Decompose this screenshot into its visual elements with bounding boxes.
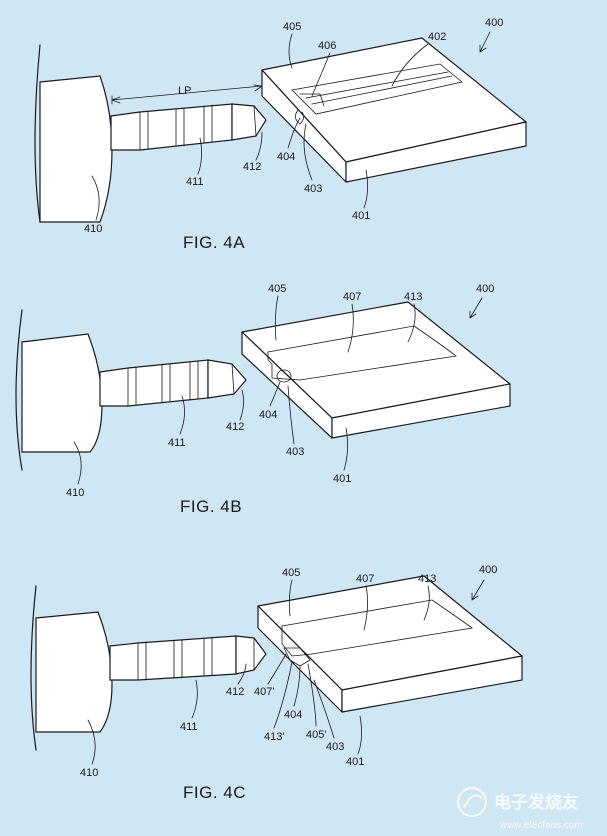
plug-412-tip xyxy=(231,103,267,141)
connector-401-side-c xyxy=(341,655,523,713)
label-413-b: 413 xyxy=(404,291,422,303)
label-410: 410 xyxy=(84,223,102,235)
label-412-c: 412 xyxy=(226,686,244,698)
label-413p-c: 413' xyxy=(264,731,284,743)
figure-4a: LP 405 406 402 400 404 403 401 412 411 4… xyxy=(34,17,527,252)
label-407-c: 407 xyxy=(356,573,374,585)
label-407p-c: 407' xyxy=(254,686,274,698)
plug-411-shaft-c xyxy=(109,635,237,681)
label-405-b: 405 xyxy=(268,283,286,295)
label-411-b: 411 xyxy=(168,437,186,449)
label-405p-c: 405' xyxy=(306,729,326,741)
label-412: 412 xyxy=(243,161,261,173)
label-400-b: 400 xyxy=(476,283,494,295)
label-403-b: 403 xyxy=(286,446,304,458)
plug-411-shaft-b xyxy=(99,359,209,407)
label-403: 403 xyxy=(304,183,322,195)
label-lp: LP xyxy=(178,85,191,97)
watermark: 电子发烧友 www.elecfans.com xyxy=(457,787,583,831)
plug-412-tip-c xyxy=(235,635,267,675)
label-401-b: 401 xyxy=(333,473,351,485)
caption-fig-4b: FIG. 4B xyxy=(180,497,242,516)
label-410-b: 410 xyxy=(66,487,84,499)
label-412-b: 412 xyxy=(226,421,244,433)
label-402: 402 xyxy=(428,31,446,43)
label-405-c: 405 xyxy=(282,567,300,579)
caption-fig-4c: FIG. 4C xyxy=(183,783,246,802)
label-411-c: 411 xyxy=(180,721,198,733)
label-405: 405 xyxy=(283,21,301,33)
watermark-logo-icon xyxy=(457,787,487,817)
connector-401-side xyxy=(345,121,527,183)
device-410-body-b xyxy=(21,333,103,453)
label-404-c: 404 xyxy=(284,709,302,721)
watermark-url: www.elecfans.com xyxy=(499,820,583,831)
label-404: 404 xyxy=(277,151,295,163)
label-400: 400 xyxy=(485,17,503,29)
label-403-c: 403 xyxy=(326,741,344,753)
figure-4c: 405 407 413 400 412 407' 404 413' 405' 4… xyxy=(30,564,523,802)
device-410-body xyxy=(39,75,113,223)
label-406: 406 xyxy=(318,40,336,52)
label-400-c: 400 xyxy=(479,564,497,576)
label-413-c: 413 xyxy=(418,573,436,585)
connector-401-side-b xyxy=(331,383,511,439)
label-401-c: 401 xyxy=(346,756,364,768)
plug-411-shaft xyxy=(110,103,233,151)
label-407-b: 407 xyxy=(343,291,361,303)
label-401: 401 xyxy=(352,210,370,222)
label-411: 411 xyxy=(186,176,204,188)
figure-4b: 405 407 413 400 404 403 401 412 411 410 … xyxy=(15,283,511,516)
caption-fig-4a: FIG. 4A xyxy=(183,233,245,252)
plug-412-tip-b xyxy=(207,359,247,399)
watermark-text: 电子发烧友 xyxy=(494,792,579,812)
device-410-body-c xyxy=(35,611,113,733)
label-404-b: 404 xyxy=(259,409,277,421)
label-410-c: 410 xyxy=(80,767,98,779)
